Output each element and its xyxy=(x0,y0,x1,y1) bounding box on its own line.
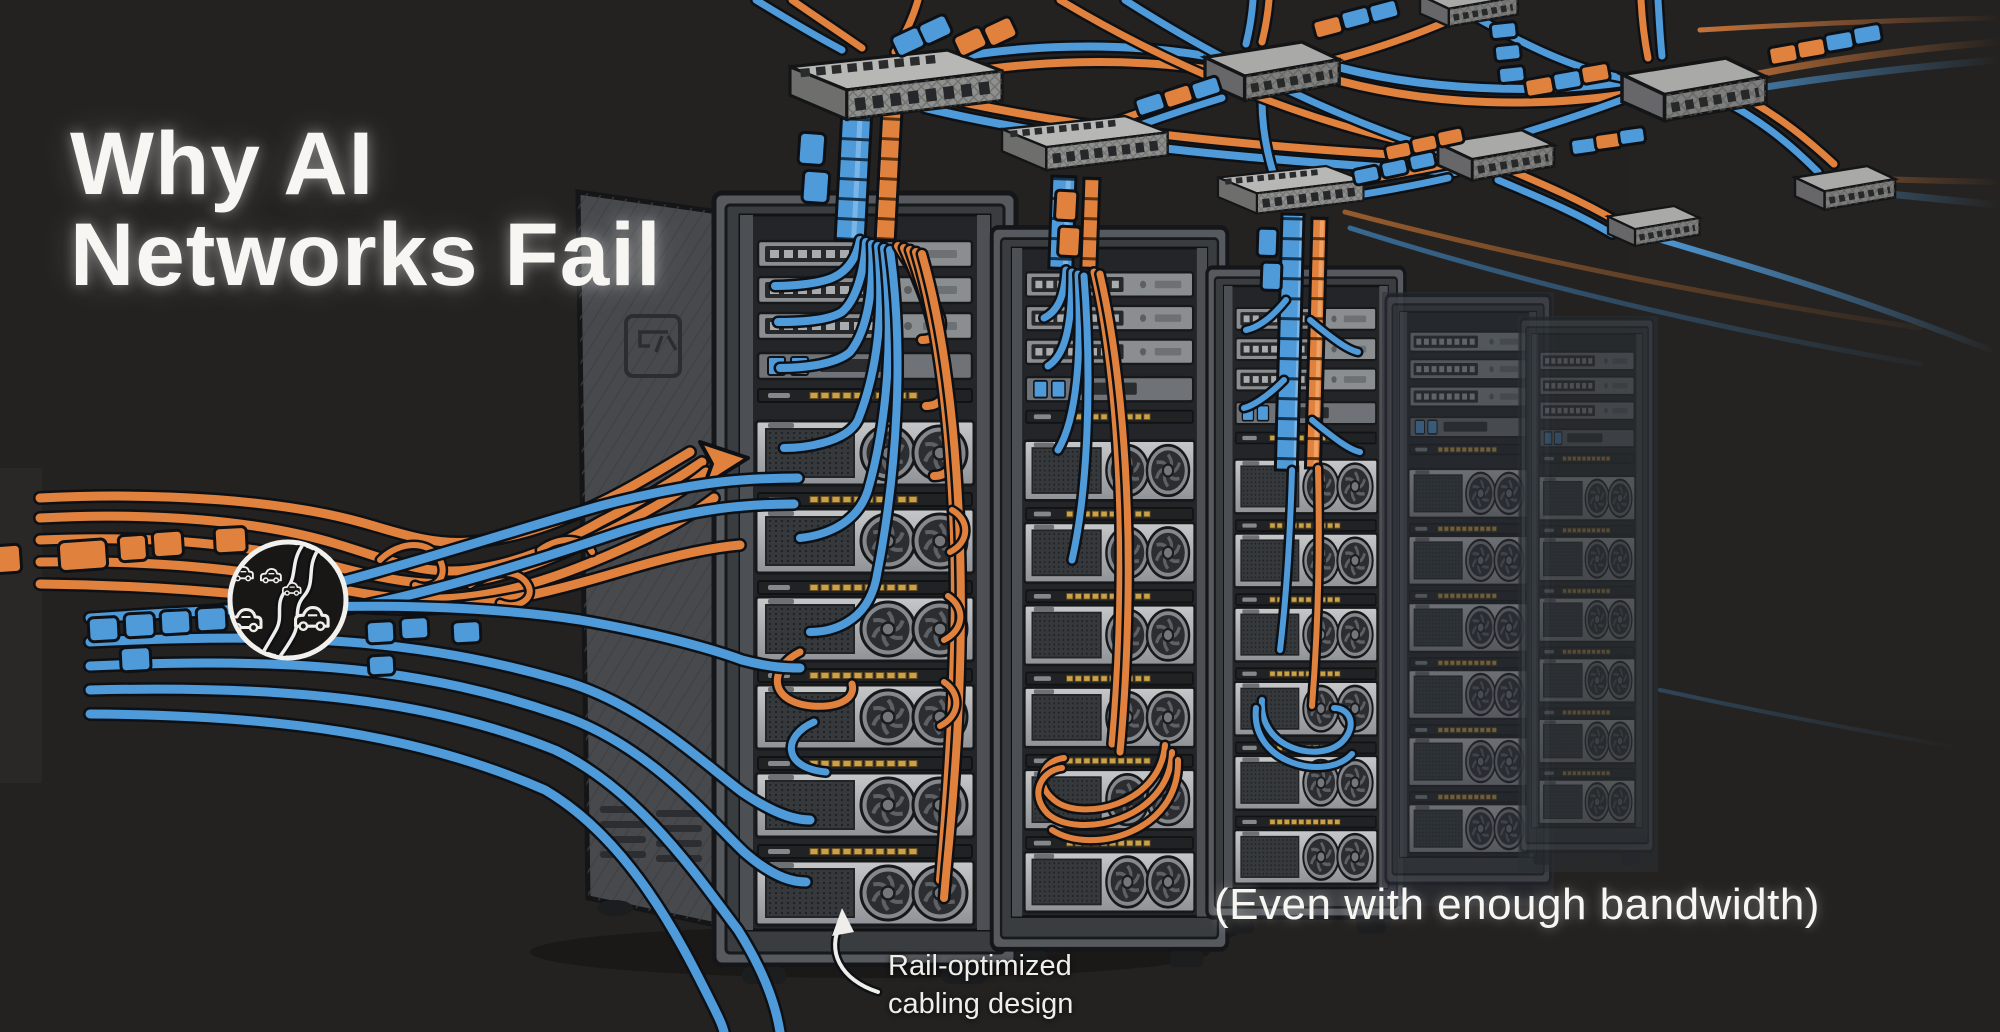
cable-ribbon-blue xyxy=(833,106,874,243)
cable-ribbon-orange xyxy=(1079,176,1102,271)
traffic-congestion-icon xyxy=(227,539,349,661)
page-title: Why AI Networks Fail xyxy=(70,118,662,300)
leaf-switches xyxy=(790,50,1363,473)
callout-line-2: cabling design xyxy=(888,987,1074,1020)
cable-ribbon-blue xyxy=(1273,212,1306,473)
server-rack-3 xyxy=(1207,267,1405,933)
title-line-2: Networks Fail xyxy=(70,203,662,304)
callout-arrow xyxy=(830,908,883,997)
callout-line-1: Rail-optimized xyxy=(888,950,1072,982)
rack-cabling xyxy=(768,233,1366,905)
cabling-callout-label: Rail-optimized cabling design xyxy=(888,948,1073,1023)
rack-emblem xyxy=(624,314,682,378)
server-rack-5 xyxy=(1518,316,1658,872)
rack-row xyxy=(530,189,1658,984)
background-patch xyxy=(1630,120,2000,720)
title-line-1: Why AI xyxy=(70,113,375,213)
subtitle-caption: (Even with enough bandwidth) xyxy=(1214,880,1820,929)
data-packets xyxy=(0,0,1884,678)
